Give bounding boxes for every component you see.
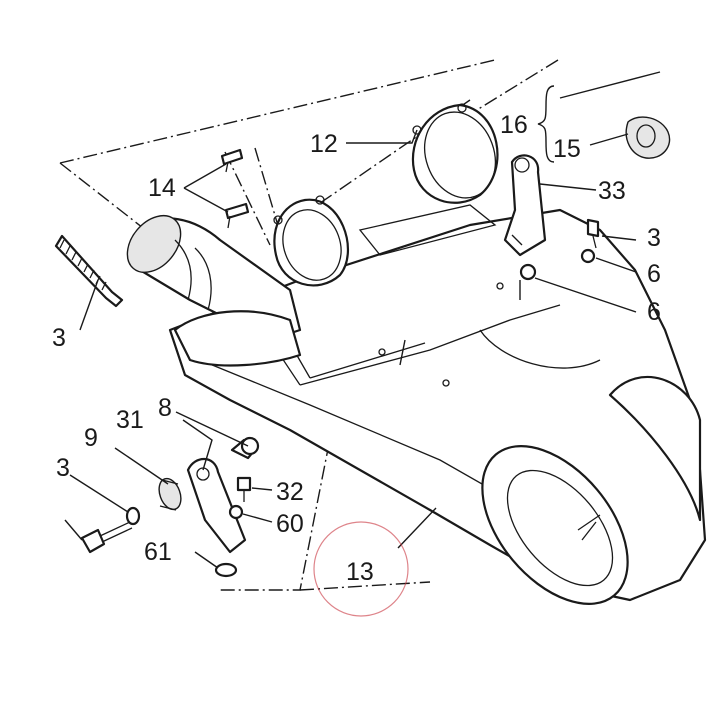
washer-61 (214, 562, 238, 578)
callout-15: 15 (553, 135, 581, 163)
callout-12: 12 (310, 130, 338, 158)
callout-32: 32 (276, 478, 304, 506)
header-pipe (126, 215, 302, 367)
callout-13: 13 (346, 558, 374, 586)
callout-8: 8 (158, 394, 172, 422)
spacer-8 (230, 436, 260, 460)
brace-16 (537, 85, 555, 163)
rubber-grommet-15 (625, 116, 671, 159)
callout-3-right: 3 (647, 224, 661, 252)
callout-6-right-lower: 6 (647, 298, 661, 326)
bushing-9 (158, 477, 182, 511)
callout-3-left-lower: 3 (56, 454, 70, 482)
bracket-33 (503, 154, 547, 257)
callout-labels: 12 13 14 15 16 33 8 9 31 32 60 61 3 6 6 … (52, 111, 661, 586)
callout-9: 9 (84, 424, 98, 452)
spring-part (54, 234, 124, 308)
callout-61: 61 (144, 538, 172, 566)
gasket-lower (273, 195, 349, 287)
washer-60 (228, 504, 244, 520)
callout-6-right-upper: 6 (647, 260, 661, 288)
silencer-body (168, 204, 707, 605)
callout-3-left-upper: 3 (52, 324, 66, 352)
leader-lines (64, 71, 661, 569)
bolt-left (80, 521, 133, 554)
bolt-32 (236, 476, 252, 502)
callout-31: 31 (116, 406, 144, 434)
washer-left (125, 506, 141, 526)
bolts-14 (220, 148, 250, 229)
callout-16: 16 (500, 111, 528, 139)
highlight-circle-13 (313, 521, 409, 617)
gasket-upper (411, 103, 499, 204)
callout-60: 60 (276, 510, 304, 538)
callout-14: 14 (148, 174, 176, 202)
bolt-right (519, 218, 600, 281)
callout-33: 33 (598, 177, 626, 205)
